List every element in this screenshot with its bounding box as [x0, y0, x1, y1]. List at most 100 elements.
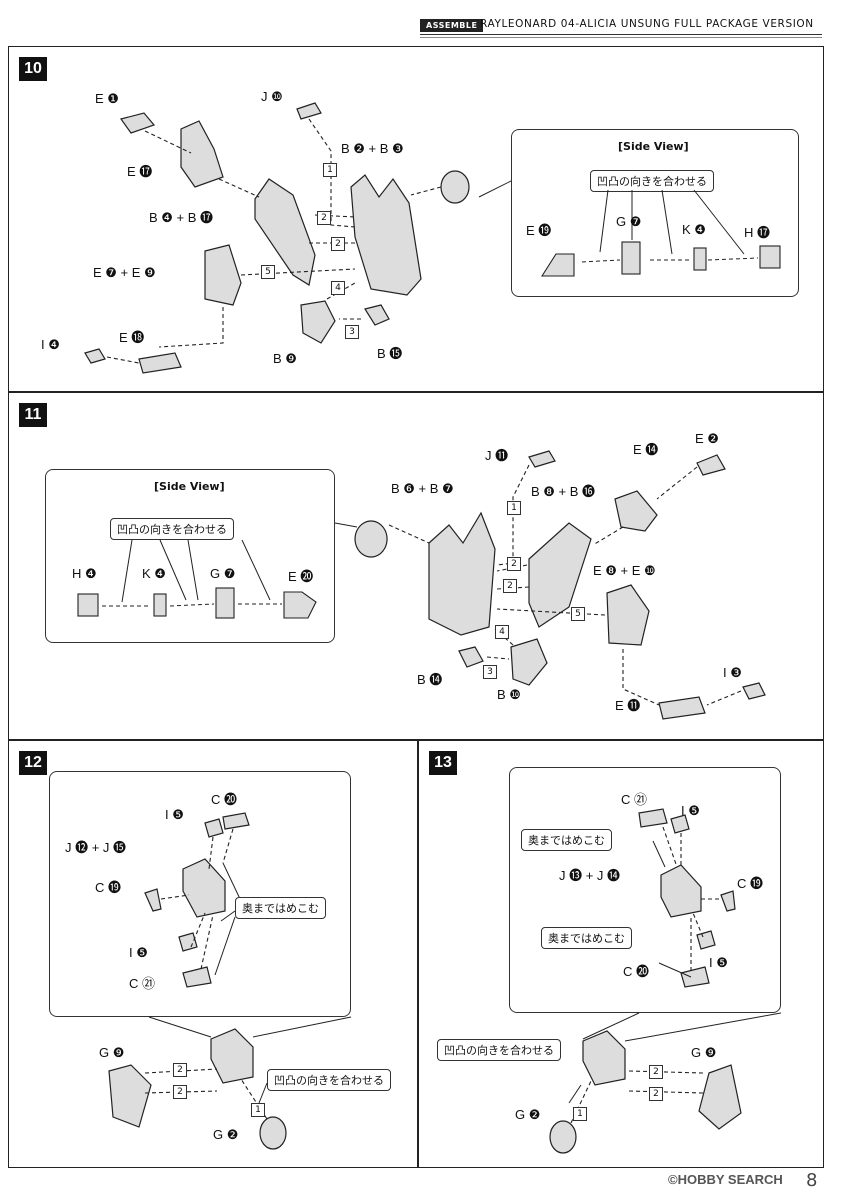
align-note: 凹凸の向きを合わせる [437, 1039, 561, 1061]
step-12-diagram [108, 812, 352, 1150]
part-e11 [658, 696, 706, 720]
part-label: B ❾ [273, 351, 297, 366]
part-j11 [528, 450, 556, 468]
side-view-title: [Side View] [618, 140, 689, 153]
part-label: E ⓫ [615, 698, 641, 713]
header-rule-2 [420, 37, 822, 38]
part-label: B ❿ [497, 687, 521, 702]
part-c21 [638, 808, 668, 828]
step-11-diagram [334, 450, 766, 720]
part-i5 [204, 818, 224, 838]
part-e7-e9 [204, 244, 242, 306]
page-number: 8 [806, 1170, 818, 1191]
part-c21 [182, 966, 212, 988]
part-c19 [144, 888, 162, 912]
part-label: E ⓳ [526, 223, 552, 238]
part-label: C ㉑ [621, 792, 648, 807]
part-label: G ❼ [210, 566, 236, 581]
part-label: E ⓱ [127, 164, 153, 179]
step-10-panel: 10 1 2 2 [8, 46, 824, 392]
part-g9 [698, 1064, 742, 1130]
part-label: B ❹ + B ⓱ [149, 210, 214, 225]
assemble-tag: ASSEMBLE [420, 19, 484, 32]
part-label: I ❺ [681, 803, 700, 818]
press-note: 奥まではめこむ [521, 829, 612, 851]
part-b8-b16 [528, 522, 592, 628]
step-marker: 2 [649, 1087, 663, 1101]
part-label: C ㉑ [129, 976, 156, 991]
part-label: B ❽ + B ⓰ [531, 484, 596, 499]
side-view-box: [Side View] 凹凸の向きを合わせる E ⓳ G ❼ K ❹ H ⓱ [511, 129, 799, 297]
step-marker: 5 [261, 265, 275, 279]
part-i5 [670, 814, 690, 834]
part-ball [440, 170, 470, 204]
page-header: ASSEMBLE RAYLEONARD 04-ALICIA UNSUNG FUL… [420, 18, 822, 38]
part-b9 [300, 300, 336, 344]
part-label: E ⓲ [119, 330, 145, 345]
part-label: I ❸ [723, 665, 742, 680]
step-marker: 4 [495, 625, 509, 639]
part-b10 [510, 638, 548, 686]
part-label: B ⓮ [417, 672, 443, 687]
part-b15 [364, 304, 390, 326]
part-label: E ⓮ [633, 442, 659, 457]
step-marker: 5 [571, 607, 585, 621]
part-e20 [283, 591, 317, 619]
align-note: 凹凸の向きを合わせる [590, 170, 714, 192]
side-view-title: [Side View] [154, 480, 225, 493]
part-g9 [108, 1064, 152, 1128]
part-label: G ❾ [99, 1045, 125, 1060]
part-j12-j15 [182, 858, 226, 918]
part-label: E ❽ + E ❿ [593, 563, 656, 578]
part-label: E ❷ [695, 431, 719, 446]
part-e17 [180, 120, 224, 188]
part-c19 [720, 890, 736, 912]
part-i3 [742, 682, 766, 700]
step-marker: 3 [345, 325, 359, 339]
part-label: J ⓫ [485, 448, 509, 463]
step-13-panel: 13 奥まではめこむ 奥まではめこむ 凹凸の向きを合わせる 2 2 1 C ㉑ [418, 740, 824, 1168]
part-label: C ⓳ [95, 880, 122, 895]
step-marker: 2 [649, 1065, 663, 1079]
part-label: E ⓴ [288, 569, 314, 584]
part-ball [354, 520, 388, 558]
part-e2 [696, 454, 726, 476]
part-e19 [540, 253, 575, 277]
part-b6-b7 [428, 511, 496, 636]
part-b4-b17 [254, 178, 316, 286]
hobby-search-watermark: ©HOBBY SEARCH [668, 1172, 783, 1187]
part-e1 [120, 112, 156, 134]
part-i4 [84, 348, 106, 364]
step-number: 10 [19, 57, 47, 81]
part-label: J ⓭ + J ⓮ [559, 868, 621, 883]
part-label: E ❼ + E ❾ [93, 265, 156, 280]
side-view-box: [Side View] 凹凸の向きを合わせる H ❹ K ❹ G ❼ E ⓴ [45, 469, 335, 643]
part-label: G ❼ [616, 214, 642, 229]
step-marker: 1 [573, 1107, 587, 1121]
part-i5b [178, 932, 198, 952]
part-b14 [458, 646, 484, 668]
part-j10 [296, 102, 322, 120]
part-label: J ⓬ + J ⓯ [65, 840, 127, 855]
part-label: I ❹ [41, 337, 60, 352]
part-label: G ❷ [515, 1107, 541, 1122]
part-label: C ⓴ [623, 964, 650, 979]
step-marker: 2 [173, 1085, 187, 1099]
detail-box [509, 767, 781, 1013]
part-k4 [693, 247, 707, 271]
part-g7 [215, 587, 235, 619]
part-label: C ⓴ [211, 792, 238, 807]
step-marker: 1 [251, 1103, 265, 1117]
part-h4 [77, 593, 99, 617]
step-marker: 2 [317, 211, 331, 225]
part-label: H ❹ [72, 566, 97, 581]
part-label: G ❷ [213, 1127, 239, 1142]
part-j13-j14 [660, 864, 702, 918]
part-label: G ❾ [691, 1045, 717, 1060]
part-label: H ⓱ [744, 225, 771, 240]
step-marker: 2 [507, 557, 521, 571]
step-marker: 1 [507, 501, 521, 515]
step-11-panel: 11 1 2 2 [8, 392, 824, 740]
part-g2 [259, 1116, 287, 1150]
part-k4 [153, 593, 167, 617]
